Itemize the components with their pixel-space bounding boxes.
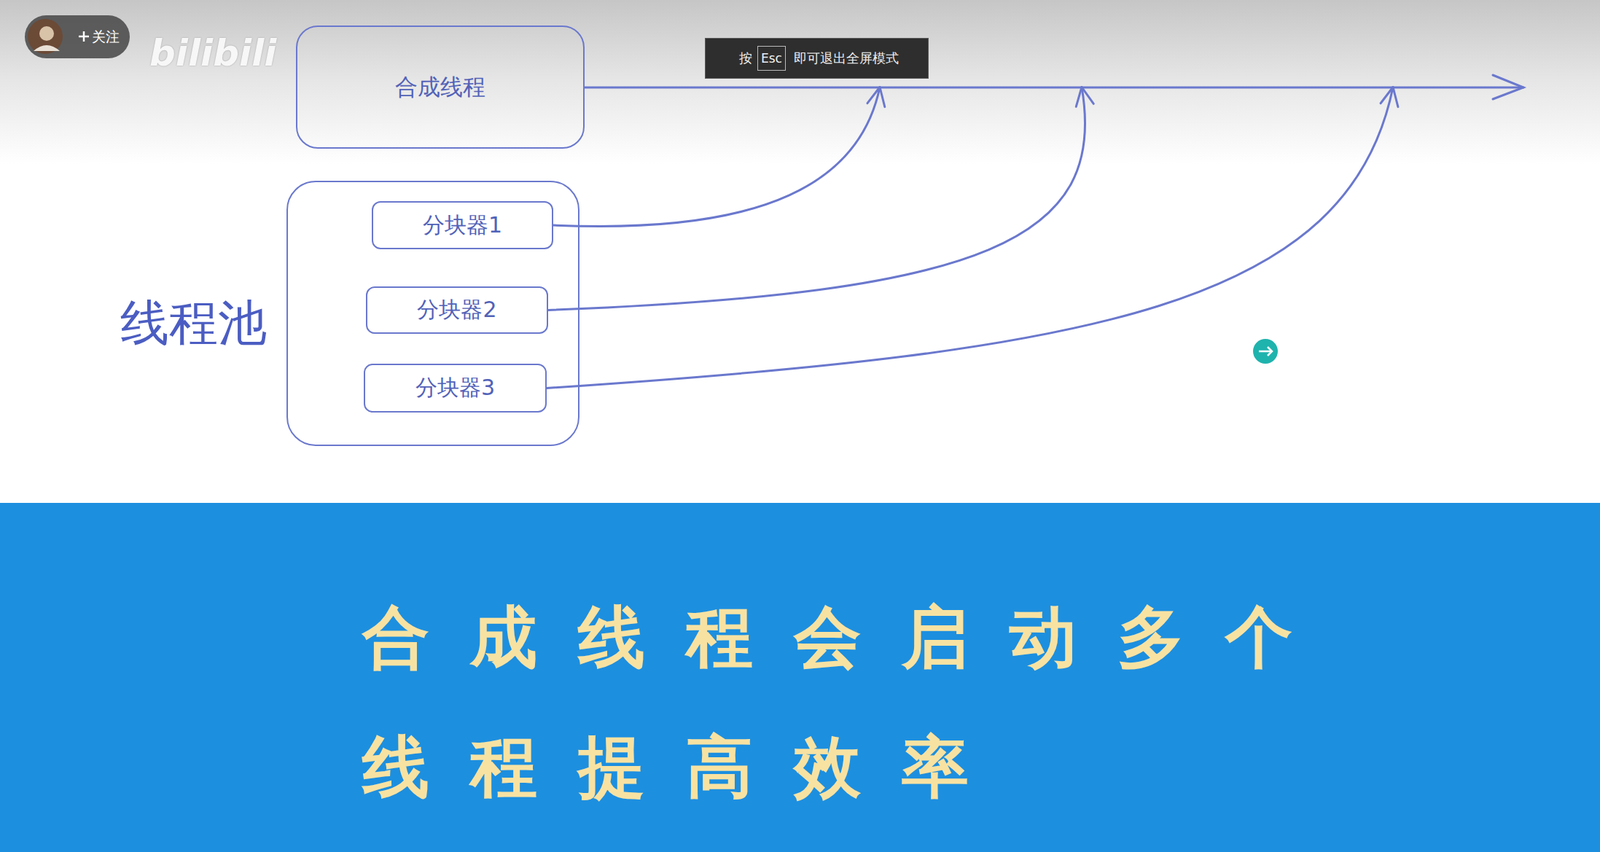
curved-arrow (548, 87, 1094, 311)
cursor-icon (1253, 338, 1278, 364)
arrow-head (1075, 87, 1094, 108)
curved-arrow (546, 87, 1399, 389)
box-label: 合成线程 (395, 72, 486, 103)
arrow-head (867, 87, 885, 108)
tiler-box: 分块器3 (363, 363, 547, 413)
watermark: bilibili (149, 32, 277, 75)
arrow-line (546, 87, 1393, 389)
caption: 合成线程会启动多个 线程提高效率 (362, 572, 1398, 833)
follow-button (24, 15, 130, 59)
toast-text: 按 (739, 49, 753, 68)
tiler-box: 分块器2 (365, 286, 549, 334)
arrow-head (1380, 87, 1399, 108)
box-label: 分块器1 (422, 210, 503, 241)
toast-text: 即可退出全屏模式 (793, 49, 899, 68)
toast-text: Esc (757, 45, 786, 71)
tiler-box: 分块器1 (371, 201, 554, 250)
arrow-line (548, 87, 1086, 311)
pool-heading: 线程池 (120, 290, 267, 357)
box-label: 分块器3 (415, 373, 495, 404)
follow-label: 关注 (91, 27, 120, 47)
box-label: 分块器2 (416, 295, 497, 326)
thread-pool-box: 线程池分块器1分块器2分块器3 (286, 180, 580, 447)
thread-box: 合成线程 (295, 25, 585, 149)
arrow-line (553, 87, 880, 227)
curved-arrow (553, 87, 885, 227)
